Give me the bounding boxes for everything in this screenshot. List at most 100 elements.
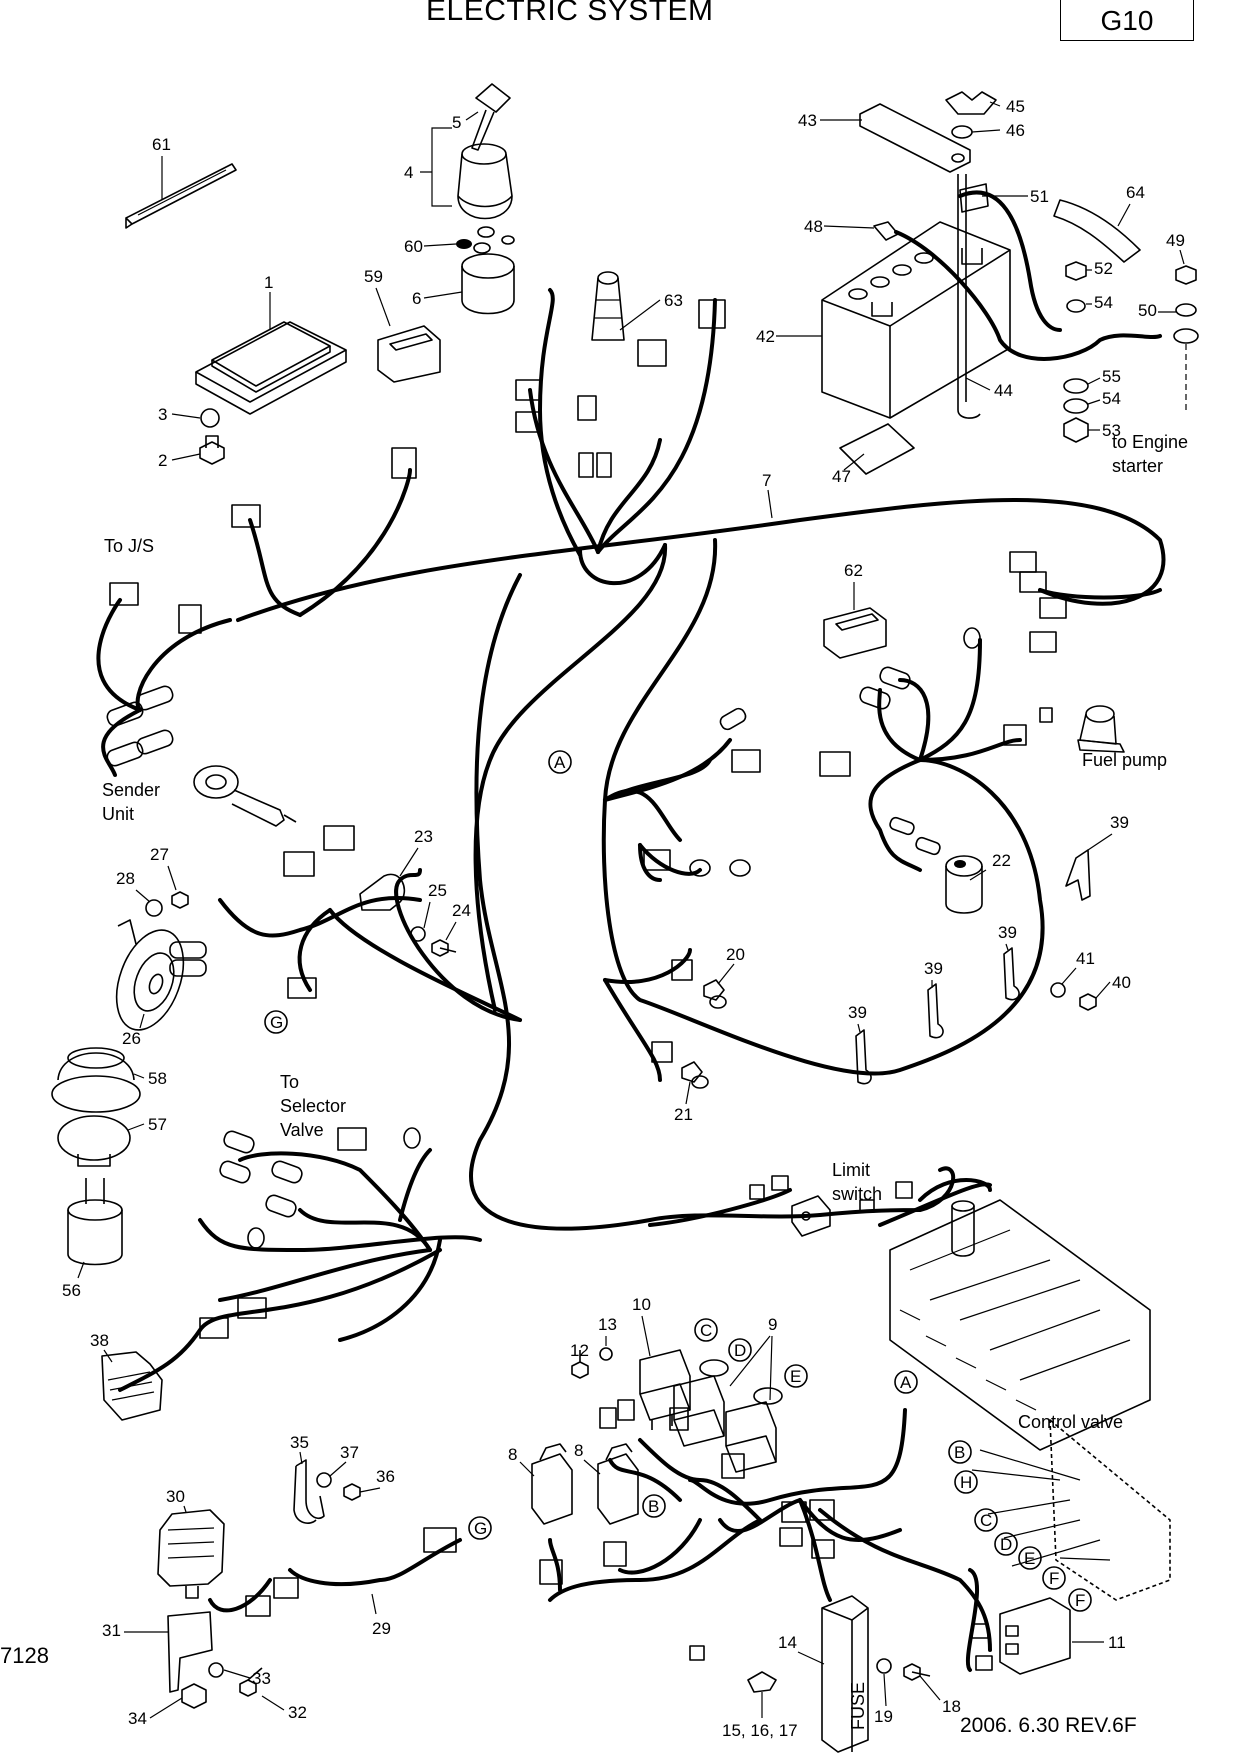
connector bbox=[781, 1501, 807, 1523]
svg-text:F: F bbox=[1049, 1569, 1059, 1588]
part-number: 47 bbox=[832, 467, 851, 486]
bolt bbox=[343, 1483, 361, 1501]
fuel-pump bbox=[1077, 705, 1125, 753]
terminal-boot bbox=[1053, 199, 1141, 263]
part-number: 40 bbox=[1112, 973, 1131, 992]
connector bbox=[859, 1199, 875, 1213]
limit-switch bbox=[791, 1195, 831, 1237]
clamp bbox=[359, 873, 406, 911]
ignition-switch bbox=[461, 253, 515, 315]
svg-text:F: F bbox=[1075, 1591, 1085, 1610]
to-engine-starter-label: to Engine bbox=[1112, 432, 1188, 452]
part-number: 46 bbox=[1006, 121, 1025, 140]
lower-harness bbox=[208, 1408, 992, 1672]
part-number: 24 bbox=[452, 901, 471, 920]
svg-text:C: C bbox=[700, 1321, 712, 1340]
svg-text:E: E bbox=[1024, 1549, 1035, 1568]
relay-panel bbox=[971, 1419, 1171, 1601]
bolt bbox=[431, 939, 457, 957]
connector bbox=[603, 1541, 627, 1567]
part-labels: 1 2 3 4 5 6 7 8 8 9 10 11 12 13 14 15, 1… bbox=[62, 97, 1185, 1740]
connector bbox=[577, 395, 597, 421]
part-number: 54 bbox=[1094, 293, 1113, 312]
washer bbox=[1063, 398, 1089, 414]
washer bbox=[1063, 378, 1089, 394]
clamp bbox=[1003, 947, 1020, 1001]
callout-letter: F bbox=[1068, 1588, 1092, 1612]
part-number: 59 bbox=[364, 267, 383, 286]
connector bbox=[689, 1645, 705, 1661]
lamp-bracket bbox=[167, 1611, 213, 1693]
relay bbox=[673, 1359, 729, 1447]
sender-unit-label: Unit bbox=[102, 804, 134, 824]
svg-text:A: A bbox=[554, 753, 566, 772]
horn bbox=[115, 919, 185, 1031]
part-number: 22 bbox=[992, 851, 1011, 870]
fuse bbox=[747, 1671, 777, 1693]
ignition-key bbox=[471, 83, 511, 151]
part-number: 53 bbox=[1102, 421, 1121, 440]
connector bbox=[596, 452, 612, 478]
connector bbox=[1019, 571, 1047, 593]
svg-text:G: G bbox=[270, 1013, 283, 1032]
svg-text:B: B bbox=[954, 1443, 965, 1462]
revision-stamp: 2006. 6.30 REV.6F bbox=[960, 1714, 1137, 1737]
connector bbox=[721, 1453, 745, 1479]
j-bolt bbox=[957, 174, 981, 419]
part-number: 20 bbox=[726, 945, 745, 964]
part-number: 41 bbox=[1076, 949, 1095, 968]
part-number: 23 bbox=[414, 827, 433, 846]
connector bbox=[698, 299, 726, 329]
washer bbox=[410, 926, 426, 942]
connector bbox=[1009, 551, 1037, 573]
bolt bbox=[171, 891, 189, 909]
washer bbox=[316, 1472, 332, 1488]
washer bbox=[145, 899, 163, 917]
bolt bbox=[199, 435, 225, 465]
callout-letter: A bbox=[548, 750, 572, 774]
part-number: 13 bbox=[598, 1315, 617, 1334]
page-code-box: G10 bbox=[1060, 0, 1194, 41]
washer bbox=[208, 1662, 224, 1678]
to-selector-valve-label: Selector bbox=[280, 1096, 346, 1116]
fuel-pump-label: Fuel pump bbox=[1082, 750, 1167, 770]
part-number: 61 bbox=[152, 135, 171, 154]
svg-text:E: E bbox=[790, 1367, 801, 1386]
part-number: 5 bbox=[452, 113, 461, 132]
fuse-holder bbox=[823, 607, 887, 659]
fuse-box bbox=[821, 1595, 869, 1753]
sender-unit-label: Sender bbox=[102, 780, 160, 800]
part-number: 21 bbox=[674, 1105, 693, 1124]
clamp bbox=[855, 1029, 872, 1085]
part-number: 32 bbox=[288, 1703, 307, 1722]
part-number: 14 bbox=[778, 1633, 797, 1652]
connector bbox=[811, 1539, 835, 1559]
to-selector-valve-label: To bbox=[280, 1072, 299, 1092]
svg-text:D: D bbox=[734, 1341, 746, 1360]
annotations: To J/S Sender Unit To Selector Valve Lim… bbox=[102, 432, 1188, 1432]
callout-letter: D bbox=[994, 1532, 1018, 1556]
bolt bbox=[1065, 261, 1087, 281]
callout-letter: G bbox=[264, 1010, 288, 1034]
bolt bbox=[1175, 265, 1197, 285]
bolt bbox=[571, 1350, 589, 1379]
connector bbox=[809, 1499, 835, 1521]
part-number: 39 bbox=[848, 1003, 867, 1022]
part-number: 44 bbox=[994, 381, 1013, 400]
control-valve-label: Control valve bbox=[1018, 1412, 1123, 1432]
bolt bbox=[239, 1667, 263, 1697]
washer bbox=[200, 408, 220, 428]
part-number: 30 bbox=[166, 1487, 185, 1506]
washer bbox=[1066, 299, 1086, 313]
part-number: 50 bbox=[1138, 301, 1157, 320]
part-number: 58 bbox=[148, 1069, 167, 1088]
relay bbox=[597, 1443, 639, 1525]
connector bbox=[287, 977, 317, 999]
connector bbox=[1003, 724, 1027, 746]
relay bbox=[531, 1443, 573, 1525]
part-number: 8 bbox=[574, 1441, 583, 1460]
part-number: 38 bbox=[90, 1331, 109, 1350]
auxiliary-plug bbox=[591, 271, 625, 341]
indicator-lens bbox=[51, 1047, 141, 1113]
part-number: 37 bbox=[340, 1443, 359, 1462]
